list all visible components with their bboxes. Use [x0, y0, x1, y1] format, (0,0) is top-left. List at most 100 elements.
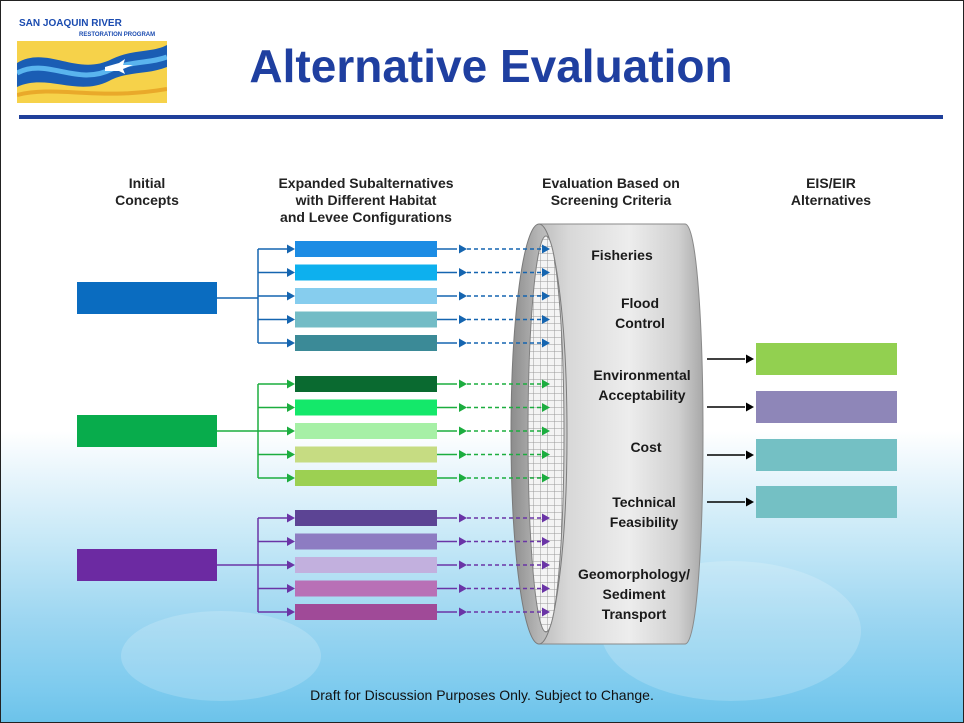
- sub-arrowhead: [459, 291, 467, 301]
- sub-arrowhead: [459, 426, 467, 436]
- dashed-flow-arrowhead: [542, 315, 550, 324]
- criterion-line: Fisheries: [591, 247, 653, 263]
- subalternative-box: [295, 311, 437, 328]
- logo-subtitle: RESTORATION PROGRAM: [79, 32, 155, 38]
- header-line: Expanded Subalternatives: [278, 175, 454, 191]
- criterion-line: Feasibility: [609, 514, 679, 530]
- branch-arrowhead: [287, 537, 295, 546]
- sub-arrowhead: [459, 584, 467, 593]
- criterion-line: Acceptability: [598, 387, 686, 403]
- criterion-line: Cost: [630, 439, 662, 455]
- sub-arrowhead: [459, 450, 467, 459]
- branch-arrowhead: [287, 513, 295, 523]
- water-ripple: [121, 611, 321, 701]
- evaluation-flow-diagram: [77, 223, 897, 645]
- header-line: Concepts: [115, 192, 179, 208]
- branch-arrowhead: [287, 244, 295, 254]
- header-evaluation: Evaluation Based on Screening Criteria: [521, 175, 701, 209]
- program-logo: SAN JOAQUIN RIVER RESTORATION PROGRAM: [17, 15, 167, 103]
- concept-group-3: [77, 510, 550, 620]
- eis-alternative-box: [756, 439, 897, 471]
- sub-arrowhead: [459, 607, 467, 617]
- title-divider: [19, 115, 943, 119]
- subalternative-box: [295, 470, 437, 486]
- criterion-line: Technical: [612, 494, 676, 510]
- page-title: Alternative Evaluation: [249, 40, 733, 92]
- concept-group-1: [77, 241, 550, 351]
- subalternative-box: [295, 557, 437, 573]
- branch-arrowhead: [287, 268, 295, 277]
- dashed-flow-arrowhead: [542, 244, 550, 254]
- subalternative-box: [295, 376, 437, 392]
- sub-arrowhead: [459, 379, 467, 389]
- dashed-flow-arrowhead: [542, 560, 550, 570]
- initial-concept-box: [77, 415, 217, 447]
- header-line: EIS/EIR: [806, 175, 856, 191]
- dashed-flow-arrowhead: [542, 403, 550, 412]
- header-eis-eir-alternatives: EIS/EIR Alternatives: [761, 175, 901, 209]
- eis-alternative-box: [756, 486, 897, 518]
- subalternative-box: [295, 604, 437, 620]
- output-arrowhead: [746, 354, 754, 364]
- sub-arrowhead: [459, 537, 467, 546]
- subalternative-box: [295, 264, 437, 281]
- dashed-flow-arrowhead: [542, 268, 550, 277]
- header-initial-concepts: Initial Concepts: [87, 175, 207, 209]
- branch-arrowhead: [287, 426, 295, 436]
- criterion-cost: Cost: [571, 437, 721, 457]
- eis-alternative-1: [707, 343, 897, 375]
- branch-arrowhead: [287, 473, 295, 483]
- sub-arrowhead: [459, 244, 467, 254]
- subalternative-box: [295, 580, 437, 597]
- output-arrowhead: [746, 402, 754, 412]
- dashed-flow-arrowhead: [542, 426, 550, 436]
- subalternative-box: [295, 423, 437, 439]
- header-line: Alternatives: [790, 192, 872, 208]
- dashed-flow-arrowhead: [542, 607, 550, 617]
- concept-group-2: [77, 376, 550, 486]
- criterion-fisheries: Fisheries: [547, 245, 697, 265]
- output-arrowhead: [746, 450, 754, 460]
- dashed-flow-arrowhead: [542, 450, 550, 459]
- eis-alternative-2: [707, 391, 897, 423]
- sub-arrowhead: [459, 315, 467, 324]
- criterion-line: Sediment: [602, 586, 666, 602]
- dashed-flow-arrowhead: [542, 338, 550, 348]
- header-line: Initial: [128, 175, 166, 191]
- branch-arrowhead: [287, 560, 295, 570]
- criterion-line: Environmental: [593, 367, 691, 383]
- branch-arrowhead: [287, 338, 295, 348]
- sub-arrowhead: [459, 403, 467, 412]
- eis-alternative-box: [756, 391, 897, 423]
- branch-arrowhead: [287, 607, 295, 617]
- criterion-line: Flood: [620, 295, 660, 311]
- branch-arrowhead: [287, 379, 295, 389]
- header-line: with Different Habitat: [295, 192, 437, 208]
- criterion-line: Control: [615, 315, 665, 331]
- criterion-technical-feasibility: Technical Feasibility: [569, 492, 719, 532]
- eis-alternative-box: [756, 343, 897, 375]
- subalternative-box: [295, 533, 437, 550]
- subalternative-box: [295, 510, 437, 526]
- subalternative-box: [295, 335, 437, 351]
- screening-mesh: [527, 235, 565, 633]
- dashed-flow-arrowhead: [542, 473, 550, 483]
- sub-arrowhead: [459, 338, 467, 348]
- header-line: Screening Criteria: [550, 192, 672, 208]
- eis-alternative-4: [707, 486, 897, 518]
- dashed-flow-arrowhead: [542, 537, 550, 546]
- eis-alternative-3: [707, 439, 897, 471]
- sub-arrowhead: [459, 513, 467, 523]
- criterion-environmental-acceptability: Environmental Acceptability: [567, 365, 717, 405]
- output-arrowhead: [746, 497, 754, 507]
- screening-cylinder: [510, 223, 704, 645]
- draft-disclaimer: Draft for Discussion Purposes Only. Subj…: [310, 687, 654, 703]
- sub-arrowhead: [459, 473, 467, 483]
- subalternative-box: [295, 446, 437, 463]
- dashed-flow-arrowhead: [542, 291, 550, 301]
- header-expanded-subalternatives: Expanded Subalternatives with Different …: [251, 175, 481, 226]
- branch-arrowhead: [287, 403, 295, 412]
- dashed-flow-arrowhead: [542, 513, 550, 523]
- branch-arrowhead: [287, 291, 295, 301]
